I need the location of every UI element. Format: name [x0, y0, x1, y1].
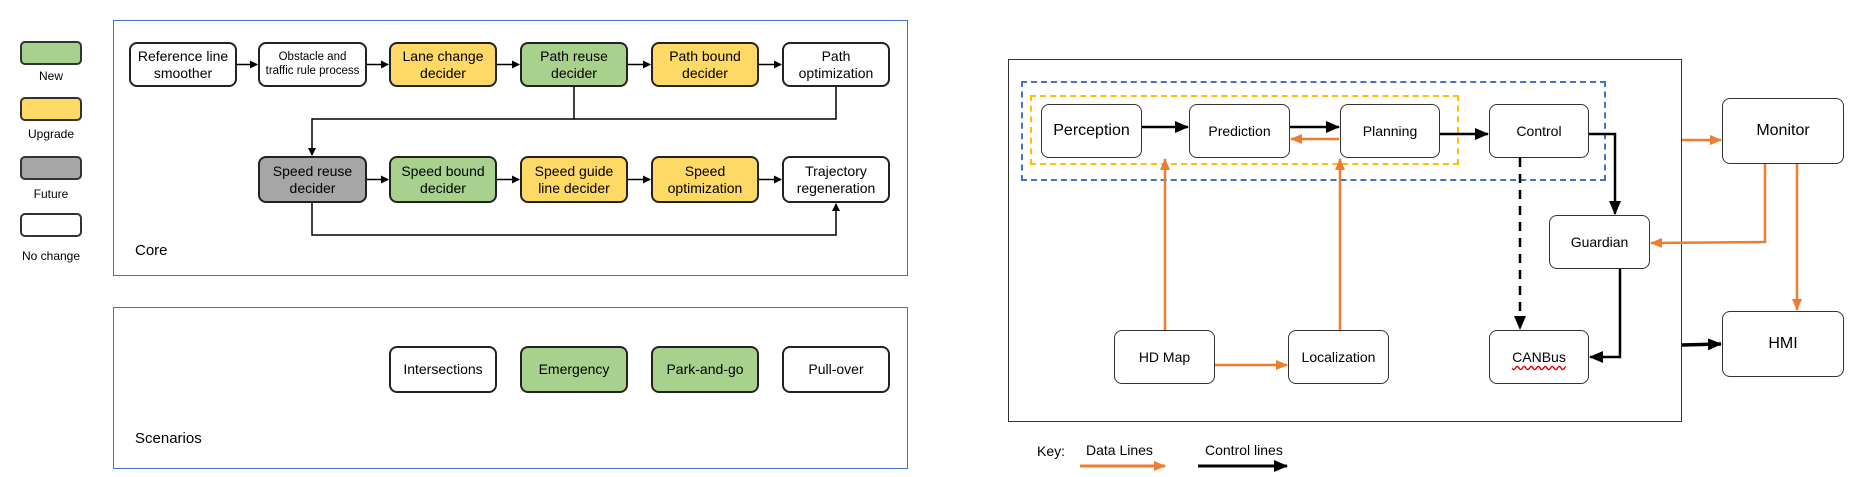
legend-label-new: New	[38, 69, 63, 83]
canbus-box: CANBus	[1489, 330, 1589, 384]
architecture-panel	[1008, 59, 1682, 422]
blue-dashed-group	[1021, 81, 1606, 181]
perception-box: Perception	[1041, 104, 1142, 158]
path-reuse-decider-box: Path reuse decider	[520, 42, 628, 87]
canbus-label: CANBus	[1512, 349, 1566, 365]
line-pathopt-to-junction	[574, 87, 837, 120]
key-label: Key:	[1037, 443, 1066, 459]
guardian-box: Guardian	[1549, 215, 1650, 269]
trajectory-regeneration-box: Trajectory regeneration	[782, 156, 890, 203]
reference-line-smoother-box: Reference line smoother	[129, 42, 237, 87]
core-title: Core	[135, 242, 168, 259]
arrow-monitor-to-guardian	[1650, 164, 1767, 248]
control-box: Control	[1489, 104, 1589, 158]
scenario-emergency-box: Emergency	[520, 346, 628, 393]
legend-swatch-no-change	[20, 213, 82, 237]
legend-label-upgrade: Upgrade	[27, 127, 75, 141]
yellow-dashed-group	[1030, 95, 1459, 165]
path-optimization-box: Path optimization	[782, 42, 890, 87]
arrow-speedreuse-to-trajectory	[311, 203, 840, 236]
hmi-box: HMI	[1722, 311, 1844, 377]
speed-guide-line-decider-box: Speed guide line decider	[520, 156, 628, 203]
planning-box: Planning	[1340, 104, 1440, 158]
arrow-pathreuse-to-speedreuse	[308, 87, 575, 156]
scenarios-panel	[113, 307, 908, 469]
lane-change-decider-box: Lane change decider	[389, 42, 497, 87]
core-panel	[113, 20, 908, 276]
speed-bound-decider-box: Speed bound decider	[389, 156, 497, 203]
scenario-pull-over-box: Pull-over	[782, 346, 890, 393]
key-control-lines-label: Control lines	[1205, 442, 1283, 458]
legend-label-future: Future	[33, 187, 69, 201]
speed-reuse-decider-box: Speed reuse decider	[258, 156, 367, 203]
scenarios-title: Scenarios	[135, 430, 202, 447]
key-data-lines-label: Data Lines	[1086, 442, 1153, 458]
monitor-box: Monitor	[1722, 98, 1844, 164]
obstacle-traffic-rule-box: Obstacle and traffic rule process	[258, 42, 367, 87]
path-bound-decider-box: Path bound decider	[651, 42, 759, 87]
legend-label-no-change: No change	[21, 249, 81, 263]
speed-optimization-box: Speed optimization	[651, 156, 759, 203]
scenario-park-and-go-box: Park-and-go	[651, 346, 759, 393]
prediction-box: Prediction	[1189, 104, 1290, 158]
legend-swatch-upgrade	[20, 97, 82, 121]
hd-map-box: HD Map	[1114, 330, 1215, 384]
legend-swatch-future	[20, 156, 82, 180]
scenario-intersections-box: Intersections	[389, 346, 497, 393]
localization-box: Localization	[1288, 330, 1389, 384]
legend-swatch-new	[20, 41, 82, 65]
arrow-panel-to-hmi	[1681, 338, 1722, 351]
arrow-guardian-to-canbus	[1589, 269, 1622, 363]
arrow-control-to-guardian	[1589, 132, 1621, 215]
